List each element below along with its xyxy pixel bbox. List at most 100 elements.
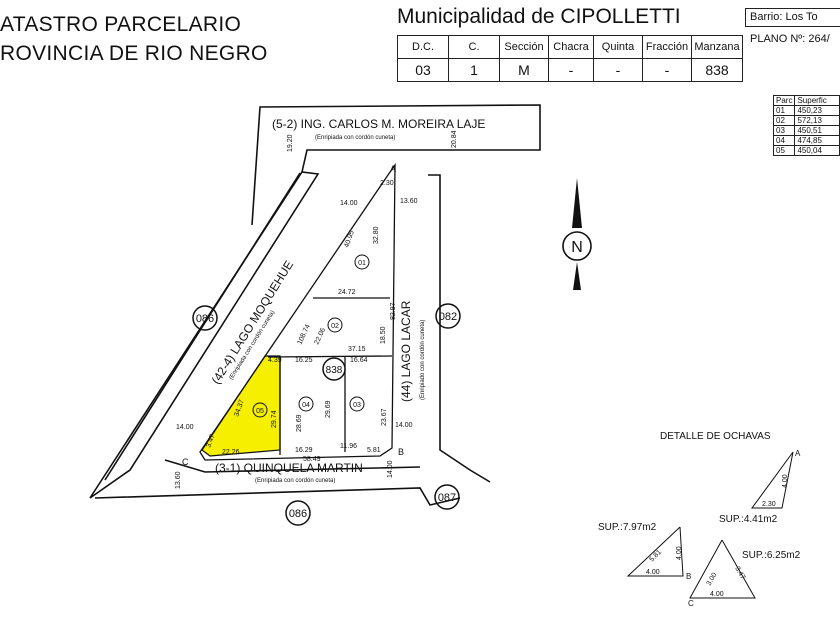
ochava-detail-b <box>626 526 684 577</box>
south-street-name: (3-1) QUINQUELA MARTIN <box>215 461 363 475</box>
north-label: N <box>571 239 583 256</box>
parc-area: 450,04 <box>794 145 840 156</box>
val-chacra: - <box>548 58 594 82</box>
east-street-outline <box>428 174 491 483</box>
col-quinta: Quinta <box>593 35 643 59</box>
dim-label: 58.49 <box>303 456 321 463</box>
val-quinta: - <box>593 58 643 82</box>
val-seccion: M <box>499 58 549 82</box>
ochava-a-area: SUP.:4.41m2 <box>719 514 778 525</box>
ochava-b-side: 5.81 <box>648 549 663 564</box>
ochava-b-corner: B <box>686 572 691 581</box>
north-arrow-icon: N <box>562 178 592 290</box>
dim-label: 37.15 <box>348 346 366 353</box>
block-number-086-south: 086 <box>285 500 311 526</box>
col-manzana: Manzana <box>691 35 743 59</box>
dim-label: 32.80 <box>373 226 380 244</box>
corner-label-b: B <box>398 447 404 457</box>
detail-title: DETALLE DE OCHAVAS <box>660 431 771 442</box>
block-number-082-east: 082 <box>435 303 461 329</box>
corner-label-c: C <box>182 457 189 467</box>
dim-label: 40.95 <box>343 230 356 249</box>
ochava-c-area: SUP.:6.25m2 <box>742 550 801 561</box>
dim-label: 3.47 <box>205 433 216 448</box>
ochava-c-side: 4.00 <box>710 591 724 598</box>
dim-label: 19.20 <box>287 134 294 152</box>
ochava-detail-c <box>689 539 756 599</box>
north-street-name: (5-2) ING. CARLOS M. MOREIRA LAJE <box>272 117 485 131</box>
south-street-outline <box>164 459 421 473</box>
dim-label: 24.72 <box>338 289 356 296</box>
dim-label: 16.64 <box>350 357 368 364</box>
svg-text:03: 03 <box>353 402 361 409</box>
dim-label: 22.26 <box>222 449 240 456</box>
block-number-086-west: 086 <box>192 305 218 331</box>
svg-text:086: 086 <box>196 313 214 325</box>
title-line-2: ROVINCIA DE RIO NEGRO <box>0 42 268 65</box>
ochava-a-side: 4.00 <box>782 474 789 488</box>
svg-text:05: 05 <box>256 408 264 415</box>
dim-label: 13.60 <box>400 198 418 205</box>
ochava-b-side: 4.00 <box>646 569 660 576</box>
val-manzana: 838 <box>691 58 743 82</box>
dim-label: 14.00 <box>340 200 358 207</box>
dim-label: 18.50 <box>380 326 387 344</box>
east-street-name: (44) LAGO LACAR <box>399 300 413 402</box>
cadastral-ids-table: D.C. C. Sección Chacra Quinta Fracción M… <box>397 35 743 82</box>
dim-label: 4.39 <box>268 357 282 364</box>
ochava-b-side: 4.00 <box>676 546 683 560</box>
svg-text:087: 087 <box>438 492 456 504</box>
dim-label: 2.30 <box>380 180 394 187</box>
barrio-box: Barrio: Los To <box>745 8 840 27</box>
dim-label: 13.60 <box>175 471 182 489</box>
parcel-label-02[interactable]: 02 <box>327 317 343 333</box>
dim-label: 29.74 <box>271 410 278 428</box>
dim-label: 28.69 <box>296 414 303 432</box>
title-line-1: ATASTRO PARCELARIO <box>0 13 242 36</box>
dim-label: 14.00 <box>395 422 413 429</box>
svg-text:838: 838 <box>326 365 343 376</box>
svg-text:086: 086 <box>289 508 307 520</box>
svg-text:082: 082 <box>439 311 457 323</box>
south-street-sub: (Enripiada con cordón cuneta) <box>255 478 335 484</box>
parcel-label-03[interactable]: 03 <box>349 396 365 412</box>
svg-text:04: 04 <box>302 402 310 409</box>
svg-text:02: 02 <box>331 323 339 330</box>
parc-id: 05 <box>772 145 796 156</box>
north-street-outline <box>251 104 541 226</box>
dim-label: 23.67 <box>381 408 388 426</box>
ochava-a-corner: A <box>795 449 801 458</box>
municipality-title: Municipalidad de CIPOLLETTI <box>397 5 681 28</box>
parcel-line <box>267 355 393 358</box>
dim-label: 22.06 <box>313 327 327 346</box>
dim-label: 82.97 <box>390 302 397 320</box>
ochava-b-area: SUP.:7.97m2 <box>598 522 657 533</box>
north-street-sub: (Enripiada con cordón cuneta) <box>315 135 395 141</box>
parcel-label-04[interactable]: 04 <box>298 396 314 412</box>
plano-number: PLANO Nº: 264/ <box>750 33 830 45</box>
ochava-a-side: 2.30 <box>762 501 776 508</box>
dim-label: 5.81 <box>367 447 381 454</box>
east-street-sub: (Enripiado con cordón cuneta) <box>420 320 426 400</box>
dim-label: 20.84 <box>451 130 458 148</box>
dim-label: 14.00 <box>387 460 394 478</box>
dim-label: 29.69 <box>325 400 332 418</box>
map-title: ATASTRO PARCELARIO ROVINCIA DE RIO NEGRO <box>0 10 268 68</box>
dim-label: 14.00 <box>176 424 194 431</box>
dim-label: 108.74 <box>296 323 311 345</box>
parcel-label-01[interactable]: 01 <box>354 254 370 270</box>
col-c: C. <box>448 35 500 59</box>
block-number-838: 838 <box>322 357 346 381</box>
parcel-label-05[interactable]: 05 <box>252 402 268 418</box>
ochava-c-corner: C <box>688 599 694 608</box>
block-838-outline <box>199 162 396 461</box>
ochava-c-side: 3.00 <box>706 572 719 587</box>
dim-label: 16.25 <box>295 357 313 364</box>
dim-label: 16.29 <box>295 447 313 454</box>
val-dc: 03 <box>397 58 449 82</box>
dim-label: 11.96 <box>340 443 357 450</box>
val-fraccion: - <box>642 58 692 82</box>
col-fraccion: Fracción <box>642 35 692 59</box>
